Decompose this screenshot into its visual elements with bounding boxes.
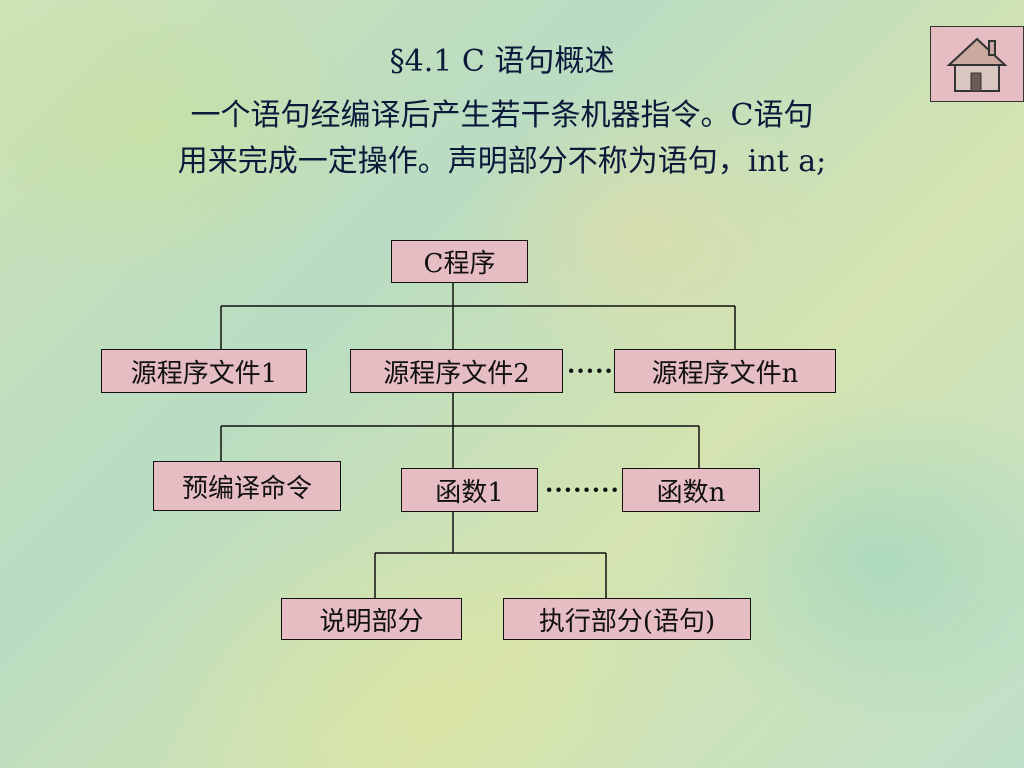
node-source-file-2: 源程序文件2 — [350, 349, 563, 393]
home-icon — [946, 37, 1008, 92]
node-execution-part: 执行部分(语句) — [503, 598, 751, 640]
node-preprocessor: 预编译命令 — [153, 461, 341, 511]
ellipsis-level2: ········ — [545, 475, 620, 504]
node-function-n: 函数n — [622, 468, 760, 512]
ellipsis-level1: ····· — [567, 356, 614, 385]
slide-text-line-2: 用来完成一定操作。声明部分不称为语句，int a; — [177, 144, 827, 179]
node-function-1: 函数1 — [401, 468, 538, 512]
slide-text-line-1: 一个语句经编译后产生若干条机器指令。C语句 — [190, 98, 814, 133]
node-source-file-1: 源程序文件1 — [101, 349, 307, 393]
slide-title: §4.1 C 语句概述 — [389, 44, 615, 79]
node-c-program: C程序 — [391, 240, 528, 283]
node-source-file-n: 源程序文件n — [614, 349, 836, 393]
node-declaration-part: 说明部分 — [281, 598, 462, 640]
